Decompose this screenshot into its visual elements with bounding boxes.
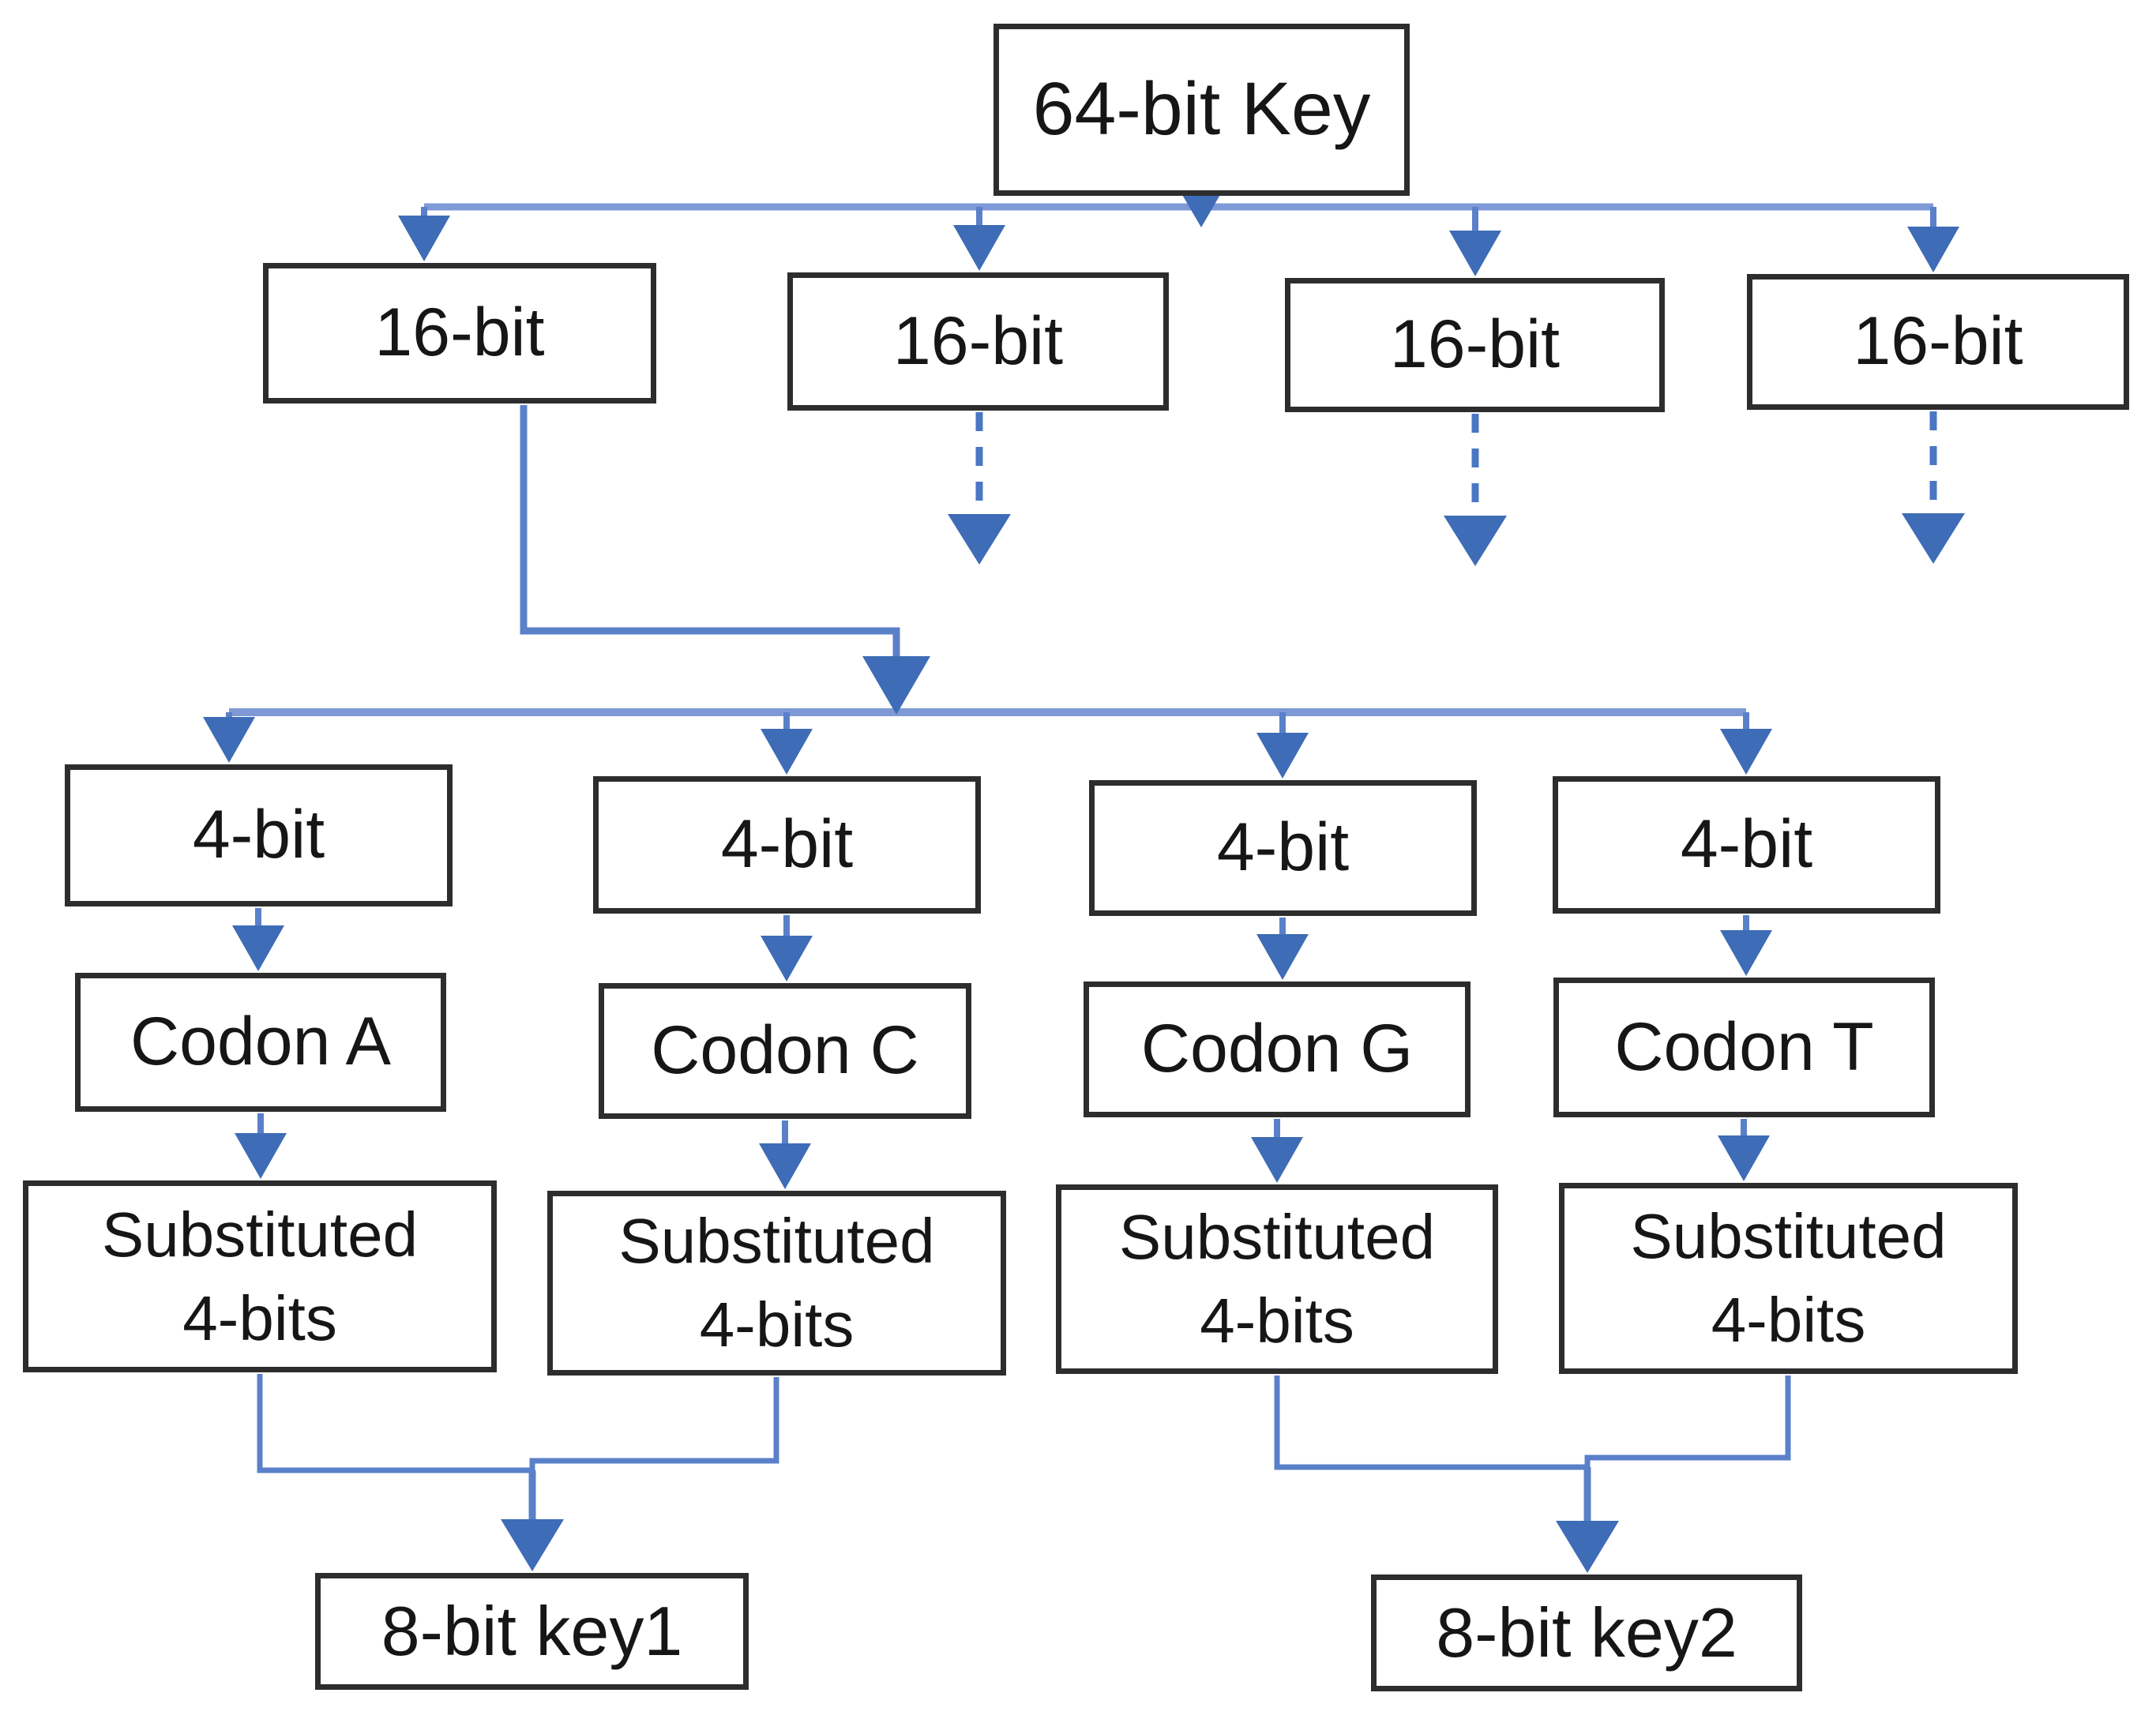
connector-merge-right-b (1584, 1376, 1791, 1467)
node-codon-c: Codon C (599, 983, 971, 1119)
node-bit4-4: 4-bit (1553, 776, 1940, 914)
arrowhead-head-dash-3 (1444, 516, 1507, 566)
connector-elbow-16bit1-row2 (520, 405, 900, 681)
node-sub-4: Substituted 4-bits (1559, 1183, 2018, 1374)
arrowhead-head-sub-4 (1718, 1135, 1770, 1181)
node-sub-1-label: Substituted (101, 1199, 419, 1270)
arrowhead-head-elbow (862, 656, 930, 715)
node-bit16-1-label: 16-bit (374, 295, 545, 371)
node-key-64bit: 64-bit Key (993, 24, 1410, 196)
node-bit16-4-label: 16-bit (1853, 303, 2023, 380)
arrowhead-head-sub-2 (759, 1143, 811, 1189)
node-bit4-3-label: 4-bit (1216, 809, 1350, 886)
arrowhead-head-4bit-1 (203, 717, 255, 763)
node-codon-t: Codon T (1553, 978, 1935, 1117)
node-sub-4-label: Substituted (1630, 1201, 1947, 1272)
node-codon-a-label: Codon A (130, 1004, 391, 1080)
node-bit4-1-label: 4-bit (192, 797, 325, 873)
node-bit16-1: 16-bit (263, 263, 656, 403)
arrowhead-head-codon-2 (761, 936, 813, 981)
arrowhead-head-16bit-3 (1449, 231, 1501, 276)
arrowhead-head-16bit-4 (1907, 227, 1959, 272)
node-sub-2-label: Substituted (618, 1206, 935, 1277)
node-bit4-4-label: 4-bit (1680, 806, 1813, 883)
arrowhead-head-16bit-2 (953, 225, 1005, 271)
arrowhead-head-dash-4 (1902, 513, 1965, 564)
arrowhead-head-sub-1 (235, 1133, 287, 1179)
node-codon-g: Codon G (1084, 981, 1471, 1117)
node-key1-8bit: 8-bit key1 (315, 1573, 749, 1690)
arrowhead-head-codon-4 (1720, 930, 1772, 976)
node-key1-8bit-label: 8-bit key1 (381, 1591, 683, 1670)
connector-merge-right-a (1274, 1376, 1587, 1470)
connector-merge-left-b (529, 1377, 779, 1470)
node-sub-3-label: Substituted (1118, 1202, 1436, 1273)
node-sub-1: Substituted 4-bits (23, 1180, 497, 1372)
node-bit16-3-label: 16-bit (1389, 306, 1561, 383)
arrowhead-head-key2 (1556, 1521, 1619, 1573)
arrowhead-head-16bit-1 (398, 216, 450, 261)
node-bit16-4: 16-bit (1747, 274, 2129, 410)
arrowhead-head-dash-2 (948, 514, 1011, 565)
node-sub-3: Substituted 4-bits (1056, 1184, 1498, 1374)
node-bit16-2: 16-bit (787, 272, 1169, 411)
node-bit4-2: 4-bit (593, 776, 981, 914)
arrowhead-head-key1 (501, 1519, 564, 1571)
arrowhead-head-codon-3 (1256, 934, 1309, 980)
node-bit16-3: 16-bit (1285, 278, 1665, 412)
node-key2-8bit-label: 8-bit key2 (1436, 1593, 1737, 1672)
arrowhead-head-4bit-3 (1256, 733, 1309, 779)
connector-merge-left-a (257, 1374, 532, 1473)
node-codon-a: Codon A (75, 973, 446, 1112)
node-sub-1-label: 4-bits (182, 1282, 337, 1353)
node-codon-c-label: Codon C (651, 1012, 919, 1089)
node-bit4-3: 4-bit (1089, 780, 1477, 916)
node-codon-t-label: Codon T (1614, 1008, 1874, 1085)
node-bit4-1: 4-bit (65, 764, 453, 906)
node-sub-2-label: 4-bits (699, 1289, 855, 1360)
node-bit4-2-label: 4-bit (720, 806, 854, 883)
arrowhead-head-codon-1 (232, 925, 284, 971)
node-key2-8bit: 8-bit key2 (1371, 1574, 1802, 1691)
node-sub-2: Substituted 4-bits (547, 1191, 1006, 1376)
node-sub-4-label: 4-bits (1711, 1285, 1866, 1355)
node-codon-g-label: Codon G (1140, 1011, 1414, 1087)
arrowhead-head-4bit-2 (761, 729, 813, 775)
arrowhead-head-sub-3 (1251, 1137, 1303, 1183)
node-sub-3-label: 4-bits (1200, 1285, 1354, 1356)
node-key-64bit-label: 64-bit Key (1032, 67, 1371, 152)
node-bit16-2-label: 16-bit (892, 302, 1064, 379)
arrowhead-head-4bit-4 (1720, 729, 1772, 775)
